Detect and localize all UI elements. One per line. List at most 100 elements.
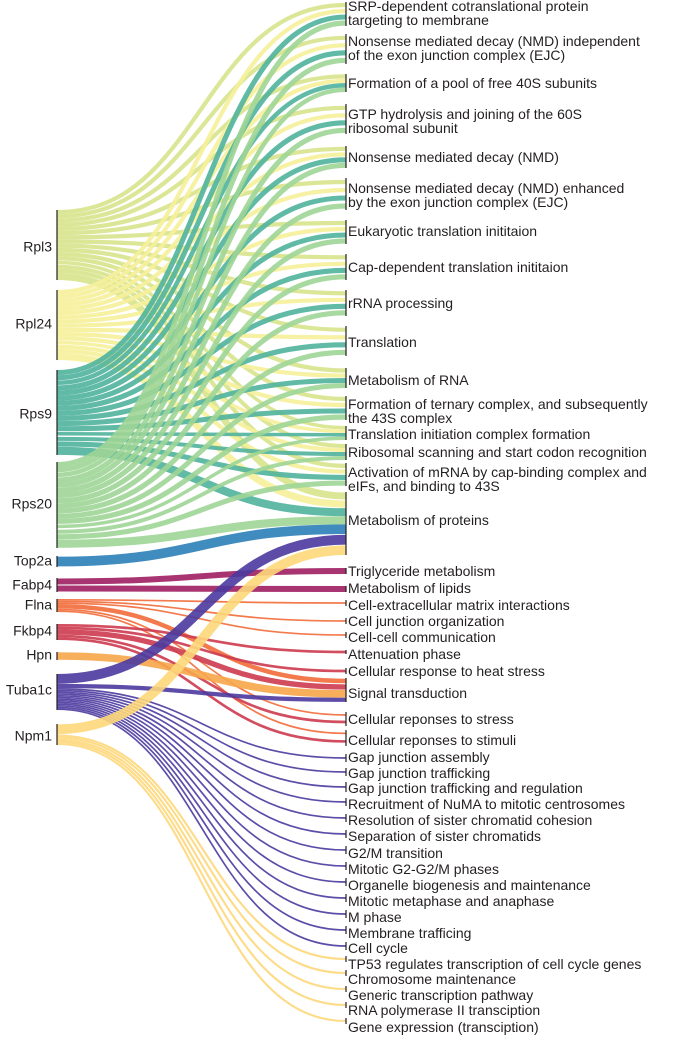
flow-rps20-to-eukaryotic-translation-inititaion xyxy=(56,238,347,499)
gene-label-flna: Flna xyxy=(25,597,52,613)
pathway-label-cell-cycle: Cell cycle xyxy=(348,940,408,956)
pathway-label-translation: Translation xyxy=(348,334,417,350)
flow-tuba1c-to-signal-transduction xyxy=(56,683,347,702)
flow-npm1-to-rna-polymerase-ii-transciption xyxy=(56,740,347,1007)
flow-hpn-to-signal-transduction xyxy=(56,652,347,698)
flow-rps20-to-translation xyxy=(56,349,347,514)
flow-fabp4-to-metabolism-of-lipids xyxy=(56,585,347,592)
pathway-label-cellular-response-to-heat-stress: Cellular response to heat stress xyxy=(348,663,545,679)
flow-rpl24-to-cap-dependent-translation-inititaion xyxy=(56,261,347,324)
gene-label-rpl24: Rpl24 xyxy=(15,316,52,332)
flow-tuba1c-to-organelle-biogenesis-and-maintenance xyxy=(56,701,347,883)
pathway-label-translation-initiation-complex-formation: Translation initiation complex formation xyxy=(348,426,590,442)
pathway-label-eukaryotic-translation-inititaion: Eukaryotic translation inititaion xyxy=(348,223,537,239)
flow-tuba1c-to-metabolism-of-proteins xyxy=(56,534,347,684)
flow-npm1-to-metabolism-of-proteins xyxy=(56,545,347,735)
pathway-label-gene-expression-transciption: Gene expression (transciption) xyxy=(348,1019,539,1035)
pathway-label-tp53-regulates-transcription-of-cell-cycle-genes: TP53 regulates transcription of cell cyc… xyxy=(348,956,641,972)
flow-tuba1c-to-membrane-trafficing xyxy=(56,706,347,931)
flow-rps20-to-nonsense-mediated-decay-nmd xyxy=(56,162,347,488)
pathway-label-cell-cell-communication: Cell-cell communication xyxy=(348,629,496,645)
flow-rps9-to-gtp-hydrolysis-and-joining-of-the-60s-ribosomal-subunit xyxy=(56,120,347,391)
pathway-label-cap-dependent-translation-inititaion: Cap-dependent translation inititaion xyxy=(348,259,568,275)
flow-rps20-to-nonsense-mediated-decay-nmd-independent-of-the-exon-junction-complex-ejc xyxy=(56,57,347,473)
flow-fkbp4-to-cellular-response-to-heat-stress xyxy=(56,626,347,673)
flow-tuba1c-to-recruitment-of-numa-to-mitotic-centrosomes xyxy=(56,693,347,803)
pathway-label-formation-of-a-pool-of-free-40s-subunits: Formation of a pool of free 40S subunits xyxy=(348,75,597,91)
pathway-label-cell-junction-organization: Cell junction organization xyxy=(348,613,504,629)
flow-flna-to-cell-cell-communication xyxy=(56,602,347,636)
flow-rpl3-to-translation xyxy=(56,247,347,332)
flow-rps20-to-metabolism-of-rna xyxy=(56,383,347,519)
flow-tuba1c-to-mitotic-metaphase-and-anaphase xyxy=(56,703,347,899)
pathway-label-triglyceride-metabolism: Triglyceride metabolism xyxy=(348,563,495,579)
gene-label-rpl3: Rpl3 xyxy=(23,239,52,255)
flow-rps20-to-srp-dependent-cotranslational-protein-targeting-to-membrane xyxy=(56,20,347,468)
flow-tuba1c-to-g2-m-transition xyxy=(56,698,347,851)
flow-rps9-to-nonsense-mediated-decay-nmd-independent-of-the-exon-junction-complex-ejc xyxy=(56,50,347,381)
flow-tuba1c-to-cell-cycle xyxy=(56,708,347,947)
pathway-label-nonsense-mediated-decay-nmd: Nonsense mediated decay (NMD) xyxy=(348,149,559,165)
flow-rpl24-to-translation xyxy=(56,327,347,340)
pathway-label-cell-extracellular-matrix-interactions: Cell-extracellular matrix interactions xyxy=(348,597,570,613)
pathway-label-activation-of-mrna-by-cap-binding-complex-and-eifs-and-binding-to-43s: Activation of mRNA by cap-binding comple… xyxy=(348,464,647,494)
pathway-label-gap-junction-trafficking: Gap junction trafficking xyxy=(348,765,490,781)
pathway-label-cellular-reponses-to-stress: Cellular reponses to stress xyxy=(348,711,514,727)
pathway-label-organelle-biogenesis-and-maintenance: Organelle biogenesis and maintenance xyxy=(348,877,591,893)
pathway-label-generic-transcription-pathway: Generic transcription pathway xyxy=(348,987,533,1003)
flow-rpl24-to-metabolism-of-rna xyxy=(56,332,347,378)
gene-label-top2a: Top2a xyxy=(14,553,52,569)
pathway-label-cellular-reponses-to-stimuli: Cellular reponses to stimuli xyxy=(348,732,516,748)
pathway-label-formation-of-ternary-complex-and-subsequently-the-43s-complex: Formation of ternary complex, and subseq… xyxy=(348,396,648,426)
pathway-label-mitotic-g2-g2-m-phases: Mitotic G2-G2/M phases xyxy=(348,861,499,877)
pathway-label-attenuation-phase: Attenuation phase xyxy=(348,646,461,662)
pathway-label-g2-m-transition: G2/M transition xyxy=(348,845,443,861)
flow-rps9-to-rrna-processing xyxy=(56,303,347,416)
flow-rps20-to-gtp-hydrolysis-and-joining-of-the-60s-ribosomal-subunit xyxy=(56,127,347,483)
pathway-label-metabolism-of-proteins: Metabolism of proteins xyxy=(348,512,489,528)
flow-npm1-to-gene-expression-transciption xyxy=(56,742,347,1023)
gene-label-hpn: Hpn xyxy=(26,647,52,663)
gene-label-rps20: Rps20 xyxy=(12,496,53,512)
flow-fkbp4-to-cellular-reponses-to-stimuli xyxy=(56,637,347,743)
gene-label-tuba1c: Tuba1c xyxy=(6,682,52,698)
flow-fabp4-to-triglyceride-metabolism xyxy=(56,568,347,585)
flow-rps20-to-activation-of-mrna-by-cap-binding-complex-and-eifs-and-binding-to-43s xyxy=(56,480,347,540)
pathway-label-metabolism-of-rna: Metabolism of RNA xyxy=(348,372,469,388)
pathway-label-metabolism-of-lipids: Metabolism of lipids xyxy=(348,580,471,596)
pathway-label-rna-polymerase-ii-transciption: RNA polymerase II transciption xyxy=(348,1002,540,1018)
flow-rpl24-to-nonsense-mediated-decay-nmd-independent-of-the-exon-junction-complex-ejc xyxy=(56,43,347,299)
flow-rpl3-to-gtp-hydrolysis-and-joining-of-the-60s-ribosomal-subunit xyxy=(56,105,347,227)
pathway-label-ribosomal-scanning-and-start-codon-recognition: Ribosomal scanning and start codon recog… xyxy=(348,444,647,460)
pathway-label-chromosome-maintenance: Chromosome maintenance xyxy=(348,971,516,987)
pathway-label-nonsense-mediated-decay-nmd-independent-of-the-exon-junction-complex-ejc: Nonsense mediated decay (NMD) independen… xyxy=(348,33,640,63)
pathway-label-signal-transduction: Signal transduction xyxy=(348,685,467,701)
flow-tuba1c-to-mitotic-g2-g2-m-phases xyxy=(56,699,347,867)
gene-label-layer: Rpl3Rpl24Rps9Rps20Top2aFabp4FlnaFkbp4Hpn… xyxy=(6,239,52,744)
pathway-label-gap-junction-trafficking-and-regulation: Gap junction trafficking and regulation xyxy=(348,780,583,796)
flow-rps9-to-ribosomal-scanning-and-start-codon-recognition xyxy=(56,436,347,456)
pathway-label-resolution-of-sister-chromatid-cohesion: Resolution of sister chromatid cohesion xyxy=(348,812,592,828)
flow-rps20-to-ribosomal-scanning-and-start-codon-recognition xyxy=(56,456,347,534)
flow-rps20-to-rrna-processing xyxy=(56,310,347,509)
flow-fkbp4-to-cellular-reponses-to-stress xyxy=(56,634,347,724)
pathway-label-separation-of-sister-chromatids: Separation of sister chromatids xyxy=(348,828,541,844)
pathway-label-membrane-trafficing: Membrane trafficing xyxy=(348,925,471,941)
flow-rps20-to-formation-of-a-pool-of-free-40s-subunits xyxy=(56,87,347,478)
gene-label-fabp4: Fabp4 xyxy=(12,577,52,593)
flow-rpl24-to-rrna-processing xyxy=(56,297,347,328)
flow-tuba1c-to-gap-junction-assembly xyxy=(56,688,347,759)
pathway-label-recruitment-of-numa-to-mitotic-centrosomes: Recruitment of NuMA to mitotic centrosom… xyxy=(348,796,625,812)
pathway-label-gap-junction-assembly: Gap junction assembly xyxy=(348,749,490,765)
flow-flna-to-cell-extracellular-matrix-interactions xyxy=(56,598,347,604)
flow-rps9-to-srp-dependent-cotranslational-protein-targeting-to-membrane xyxy=(56,14,347,376)
flow-tuba1c-to-gap-junction-trafficking xyxy=(56,689,347,773)
flow-rpl24-to-ribosomal-scanning-and-start-codon-recognition xyxy=(56,344,347,452)
pathway-label-rrna-processing: rRNA processing xyxy=(348,295,453,311)
flow-rps9-to-nonsense-mediated-decay-nmd-enhanced-by-the-exon-junction-complex-ejc xyxy=(56,195,347,401)
